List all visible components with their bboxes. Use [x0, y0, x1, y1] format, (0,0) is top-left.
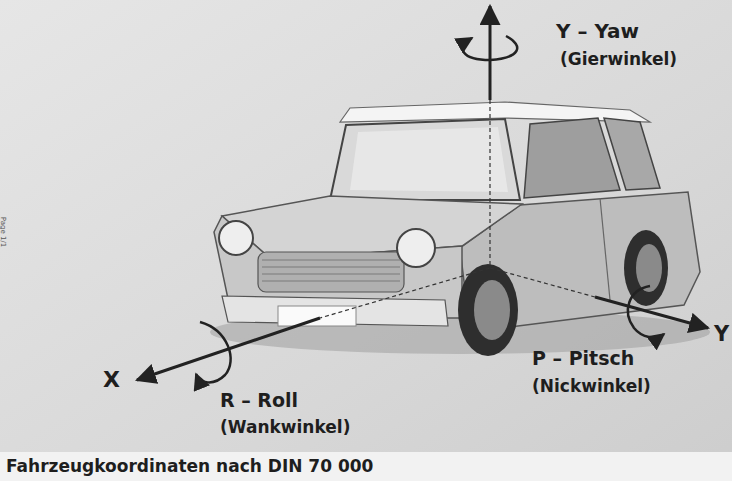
axis-label: (Nickwinkel)	[532, 377, 651, 397]
figure-caption: Fahrzeugkoordinaten nach DIN 70 000	[6, 457, 373, 477]
axis-label: Page 1/1	[0, 217, 7, 247]
axis-label: R – Roll	[220, 390, 298, 412]
axis-label: Y	[714, 322, 729, 346]
axis-label: P – Pitsch	[532, 348, 634, 370]
axis-label: X	[103, 367, 120, 392]
axis-label: Y – Yaw	[556, 20, 639, 43]
axis-label: (Gierwinkel)	[560, 50, 677, 70]
axis-label: (Wankwinkel)	[220, 418, 350, 438]
